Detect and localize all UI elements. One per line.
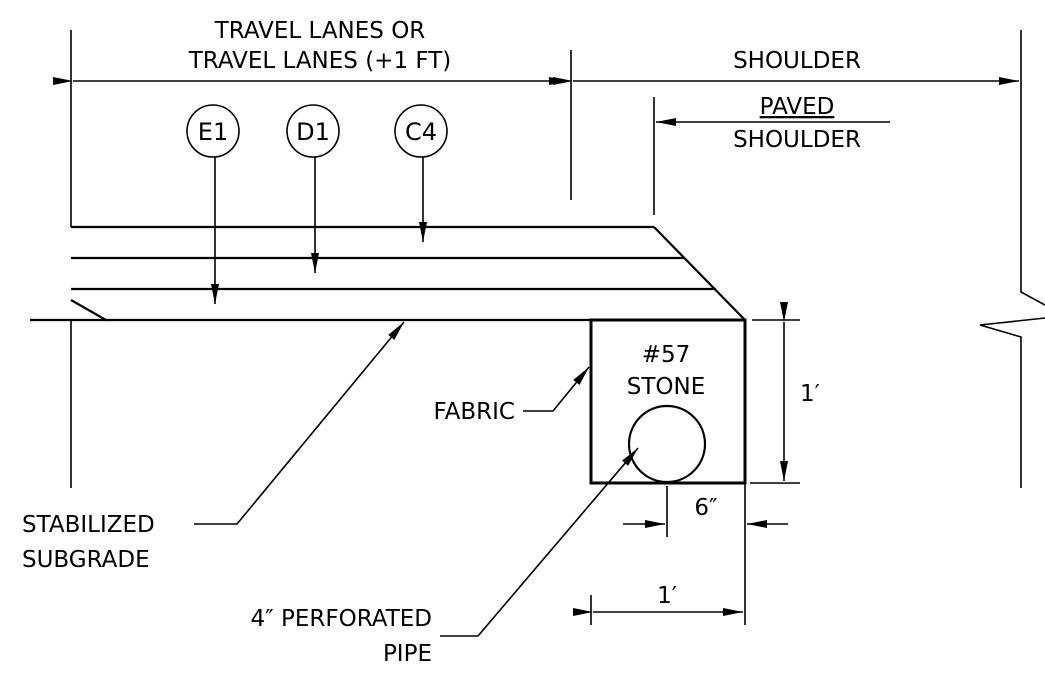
height-dimension-label: 1′ bbox=[800, 381, 820, 407]
subgrade-break-line bbox=[30, 299, 111, 322]
height-dim-extensions bbox=[750, 319, 800, 484]
stone-label-line2: STONE bbox=[627, 374, 706, 400]
pavement-taper-edge bbox=[653, 226, 746, 321]
pavement-layer-lines bbox=[71, 225, 716, 291]
stone-label-line1: #57 bbox=[642, 342, 691, 368]
stabilized-label-line1: STABILIZED bbox=[22, 512, 155, 538]
shoulder-label: SHOULDER bbox=[733, 48, 861, 74]
paved-shoulder-label-line1: PAVED bbox=[760, 94, 835, 120]
travel-lanes-label-line1: TRAVEL LANES OR bbox=[214, 18, 426, 44]
fabric-label: FABRIC bbox=[434, 399, 515, 425]
pipe-label-line1: 4″ PERFORATED bbox=[250, 606, 432, 632]
fabric-leader-line bbox=[523, 366, 590, 412]
layer-callout-e1: E1 bbox=[186, 104, 240, 304]
layer-callout-c4-text: C4 bbox=[405, 118, 437, 146]
layer-callout-e1-text: E1 bbox=[198, 118, 228, 146]
travel-lanes-label-line2: TRAVEL LANES (+1 FT) bbox=[188, 48, 452, 74]
pipe-label-line2: PIPE bbox=[383, 641, 432, 667]
offset-dimension-label: 6″ bbox=[694, 495, 718, 521]
pavement-layers bbox=[30, 225, 746, 322]
stabilized-leader-line bbox=[194, 321, 405, 525]
layer-callout-d1-text: D1 bbox=[296, 118, 330, 146]
layer-callout-d1: D1 bbox=[286, 104, 340, 273]
right-boundary-break bbox=[979, 30, 1045, 488]
pipe-leader-line bbox=[440, 447, 639, 637]
layer-callout-c4: C4 bbox=[394, 104, 448, 242]
stabilized-label-line2: SUBGRADE bbox=[22, 547, 150, 573]
perforated-pipe-circle bbox=[627, 404, 707, 484]
width-dimension-label: 1′ bbox=[657, 583, 677, 609]
paved-shoulder-label-line2: SHOULDER bbox=[733, 127, 861, 153]
